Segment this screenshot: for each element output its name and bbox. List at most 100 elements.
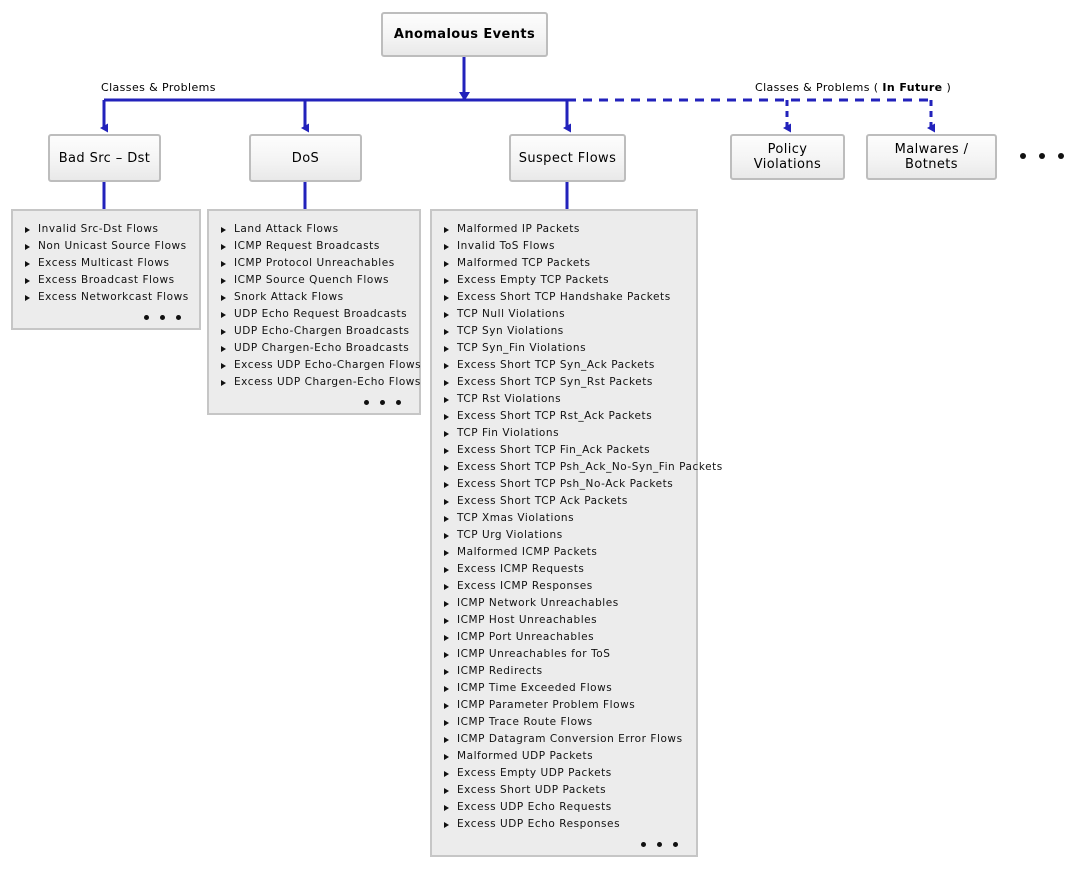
list-item[interactable]: Snork Attack Flows	[221, 289, 407, 306]
list-item[interactable]: Excess Empty UDP Packets	[444, 765, 684, 782]
list-item[interactable]: TCP Syn_Fin Violations	[444, 340, 684, 357]
list-item[interactable]: Excess Short TCP Syn_Rst Packets	[444, 374, 684, 391]
triangle-bullet-icon	[444, 294, 449, 301]
list-item-label: Excess Short TCP Rst_Ack Packets	[457, 410, 653, 422]
list-item[interactable]: ICMP Host Unreachables	[444, 612, 684, 629]
list-item-label: Excess UDP Echo-Chargen Flows	[234, 359, 422, 371]
list-item[interactable]: Malformed IP Packets	[444, 221, 684, 238]
node-bad-src-dst[interactable]: Bad Src – Dst	[48, 134, 161, 182]
list-item[interactable]: Malformed UDP Packets	[444, 748, 684, 765]
list-item[interactable]: TCP Urg Violations	[444, 527, 684, 544]
list-item[interactable]: Excess UDP Echo-Chargen Flows	[221, 357, 421, 374]
list-item[interactable]: TCP Null Violations	[444, 306, 684, 323]
list-item[interactable]: Excess Short TCP Rst_Ack Packets	[444, 408, 684, 425]
node-policy-violations[interactable]: Policy Violations	[730, 134, 845, 180]
list-item-label: Excess ICMP Responses	[457, 580, 593, 592]
list-item[interactable]: Excess Short TCP Psh_No-Ack Packets	[444, 476, 684, 493]
triangle-bullet-icon	[221, 243, 226, 250]
list-item[interactable]: ICMP Unreachables for ToS	[444, 646, 684, 663]
triangle-bullet-icon	[444, 804, 449, 811]
list-item[interactable]: ICMP Datagram Conversion Error Flows	[444, 731, 684, 748]
node-suspect-flows-label: Suspect Flows	[518, 150, 617, 166]
list-item[interactable]: Excess Short TCP Ack Packets	[444, 493, 684, 510]
list-item[interactable]: Malformed ICMP Packets	[444, 544, 684, 561]
triangle-bullet-icon	[221, 226, 226, 233]
node-anomalous-events[interactable]: Anomalous Events	[381, 12, 548, 57]
triangle-bullet-icon	[444, 668, 449, 675]
triangle-bullet-icon	[221, 277, 226, 284]
panel-more-ellipsis	[25, 306, 187, 322]
node-suspect-flows[interactable]: Suspect Flows	[509, 134, 626, 182]
list-item[interactable]: Excess Short UDP Packets	[444, 782, 684, 799]
list-item-label: TCP Null Violations	[457, 308, 566, 320]
list-item[interactable]: Land Attack Flows	[221, 221, 407, 238]
list-item[interactable]: Invalid Src-Dst Flows	[25, 221, 187, 238]
triangle-bullet-icon	[444, 685, 449, 692]
list-item-label: Excess Short TCP Syn_Rst Packets	[457, 376, 653, 388]
list-item[interactable]: Non Unicast Source Flows	[25, 238, 187, 255]
edge-label-dashed: Classes & Problems ( In Future )	[755, 81, 951, 94]
triangle-bullet-icon	[444, 260, 449, 267]
list-item[interactable]: ICMP Time Exceeded Flows	[444, 680, 684, 697]
list-item-label: TCP Syn Violations	[457, 325, 564, 337]
list-item-label: Malformed UDP Packets	[457, 750, 594, 762]
panel-dos: Land Attack Flows ICMP Request Broadcast…	[207, 209, 421, 415]
list-item[interactable]: ICMP Protocol Unreachables	[221, 255, 407, 272]
list-item-label: Excess Networkcast Flows	[38, 291, 189, 303]
list-item[interactable]: Excess Networkcast Flows	[25, 289, 189, 306]
list-item[interactable]: Excess Multicast Flows	[25, 255, 187, 272]
list-item[interactable]: Excess Short TCP Handshake Packets	[444, 289, 684, 306]
list-item[interactable]: ICMP Network Unreachables	[444, 595, 684, 612]
list-item[interactable]: ICMP Request Broadcasts	[221, 238, 407, 255]
list-item-label: Excess Short TCP Ack Packets	[457, 495, 628, 507]
list-item[interactable]: Excess UDP Echo Requests	[444, 799, 684, 816]
list-item[interactable]: Excess ICMP Responses	[444, 578, 684, 595]
list-item[interactable]: Malformed TCP Packets	[444, 255, 684, 272]
list-item[interactable]: Excess Broadcast Flows	[25, 272, 187, 289]
list-item-label: ICMP Parameter Problem Flows	[457, 699, 636, 711]
list-item-label: UDP Chargen-Echo Broadcasts	[234, 342, 410, 354]
triangle-bullet-icon	[444, 226, 449, 233]
list-item-label: Non Unicast Source Flows	[38, 240, 187, 252]
list-item[interactable]: UDP Echo Request Broadcasts	[221, 306, 407, 323]
list-item[interactable]: ICMP Redirects	[444, 663, 684, 680]
panel-bad-src-dst-list: Invalid Src-Dst Flows Non Unicast Source…	[25, 221, 189, 306]
list-item[interactable]: TCP Syn Violations	[444, 323, 684, 340]
triangle-bullet-icon	[444, 430, 449, 437]
triangle-bullet-icon	[444, 498, 449, 505]
list-item[interactable]: Excess Short TCP Fin_Ack Packets	[444, 442, 684, 459]
list-item[interactable]: ICMP Parameter Problem Flows	[444, 697, 684, 714]
list-item-label: Invalid Src-Dst Flows	[38, 223, 159, 235]
list-item[interactable]: UDP Echo-Chargen Broadcasts	[221, 323, 409, 340]
list-item[interactable]: TCP Xmas Violations	[444, 510, 684, 527]
node-dos[interactable]: DoS	[249, 134, 362, 182]
list-item-label: Excess Multicast Flows	[38, 257, 170, 269]
list-item[interactable]: ICMP Trace Route Flows	[444, 714, 684, 731]
edge-label-dashed-prefix: Classes & Problems (	[755, 81, 883, 94]
triangle-bullet-icon	[221, 311, 226, 318]
list-item-label: ICMP Request Broadcasts	[234, 240, 380, 252]
list-item[interactable]: ICMP Source Quench Flows	[221, 272, 407, 289]
list-item[interactable]: Excess UDP Chargen-Echo Flows	[221, 374, 420, 391]
list-item[interactable]: Excess Short TCP Syn_Ack Packets	[444, 357, 684, 374]
triangle-bullet-icon	[444, 532, 449, 539]
list-item[interactable]: Excess UDP Echo Responses	[444, 816, 684, 833]
list-item-label: Snork Attack Flows	[234, 291, 344, 303]
triangle-bullet-icon	[444, 396, 449, 403]
triangle-bullet-icon	[444, 719, 449, 726]
list-item-label: UDP Echo Request Broadcasts	[234, 308, 408, 320]
list-item[interactable]: Excess Short TCP Psh_Ack_No-Syn_Fin Pack…	[444, 459, 722, 476]
node-malwares-botnets[interactable]: Malwares / Botnets	[866, 134, 997, 180]
list-item[interactable]: UDP Chargen-Echo Broadcasts	[221, 340, 410, 357]
list-item-label: Excess Short TCP Handshake Packets	[457, 291, 671, 303]
list-item[interactable]: Excess Empty TCP Packets	[444, 272, 684, 289]
triangle-bullet-icon	[444, 634, 449, 641]
list-item[interactable]: TCP Rst Violations	[444, 391, 684, 408]
triangle-bullet-icon	[25, 294, 30, 301]
list-item[interactable]: Invalid ToS Flows	[444, 238, 684, 255]
list-item[interactable]: ICMP Port Unreachables	[444, 629, 684, 646]
list-item[interactable]: Excess ICMP Requests	[444, 561, 684, 578]
list-item[interactable]: TCP Fin Violations	[444, 425, 684, 442]
triangle-bullet-icon	[444, 311, 449, 318]
